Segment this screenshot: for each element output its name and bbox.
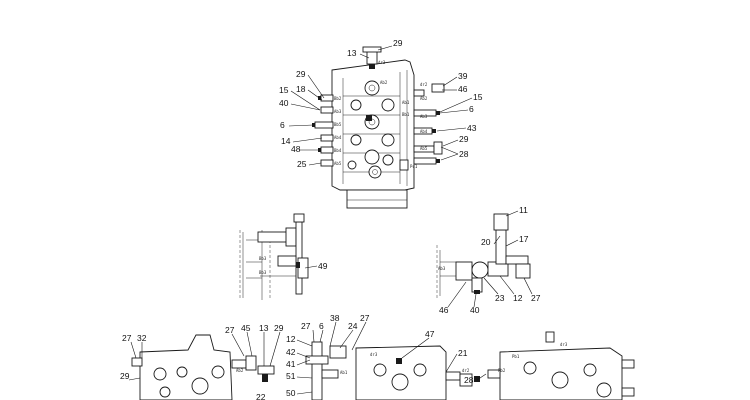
callout-number: 13 <box>347 48 357 58</box>
port-label: Ab3 <box>420 114 428 119</box>
callout-number: 23 <box>495 293 505 303</box>
callout-number: 45 <box>241 323 251 333</box>
callout-number: 46 <box>458 84 468 94</box>
callout-number: 48 <box>291 144 301 154</box>
callout-number: 18 <box>296 84 306 94</box>
port-label: Bb4 <box>334 148 342 153</box>
callout-number: 27 <box>360 313 370 323</box>
callout-number: 13 <box>259 323 269 333</box>
port-label: Bb2 <box>334 96 342 101</box>
callout-number: 17 <box>519 234 529 244</box>
port-label: Ab3 <box>438 266 446 271</box>
right-port-fittings <box>399 83 445 171</box>
port-label: Ab1 <box>402 100 410 105</box>
callout-number: 39 <box>458 71 468 81</box>
port-label: dr3 <box>370 352 378 357</box>
callout-number: 24 <box>348 321 358 331</box>
callout-number: 15 <box>473 92 483 102</box>
port-label: dr3 <box>378 60 386 65</box>
callout-number: 27 <box>531 293 541 303</box>
callout-number: 51 <box>286 371 296 381</box>
port-label: dr2 <box>462 368 470 373</box>
callout-number: 28 <box>459 149 469 159</box>
port-label: Ab4 <box>334 135 342 140</box>
port-label: dr2 <box>420 82 428 87</box>
callout-number: 25 <box>297 159 307 169</box>
port-label: Bb3 <box>259 256 267 261</box>
port-label: Pc1 <box>410 164 418 169</box>
port-label: Ab4 <box>420 129 428 134</box>
callout-number: 50 <box>286 388 296 398</box>
left-port-fittings <box>312 94 334 167</box>
callout-number: 46 <box>439 305 449 315</box>
callout-number: 41 <box>286 359 296 369</box>
callout-number: 29 <box>120 371 130 381</box>
callout-number: 47 <box>425 329 435 339</box>
callout-number: 29 <box>274 323 284 333</box>
port-label: Ab2 <box>380 80 388 85</box>
callout-number: 22 <box>256 392 266 400</box>
callout-number: 29 <box>393 38 403 48</box>
callout-number: 6 <box>319 321 324 331</box>
callout-number: 29 <box>459 134 469 144</box>
top-valve-assembly: dr3 Ab2 Bb2 Ab3 Ab4 Bb4 Ab5 Bb5 Ab1 Bb1 … <box>279 38 483 209</box>
port-label: Ab2 <box>236 368 244 373</box>
callout-number: 32 <box>137 333 147 343</box>
callout-number: 21 <box>458 348 468 358</box>
port-label: Ab2 <box>420 96 428 101</box>
right-detail-view: Ab3 11 20 17 46 40 23 12 27 <box>436 205 541 315</box>
port-label: Bb1 <box>402 112 410 117</box>
port-label: Ab5 <box>420 146 428 151</box>
callout-number: 11 <box>519 205 528 215</box>
left-detail-view: Bb3 Bb3 49 <box>239 213 328 300</box>
callout-number: 12 <box>513 293 523 303</box>
port-label: Ab3 <box>334 109 342 114</box>
port-label: Pb2 <box>498 368 506 373</box>
callout-number: 43 <box>467 123 477 133</box>
callout-number: 6 <box>469 104 474 114</box>
callout-number: 14 <box>281 136 291 146</box>
callout-number: 49 <box>318 261 328 271</box>
main-valve-bottom-block <box>346 189 408 209</box>
callout-number: 27 <box>225 325 235 335</box>
port-label: Bb3 <box>259 270 267 275</box>
bottom-valve-assemblies: dr3 Pb1 Ab2 Ab1 dr3 dr2 Pb2 <box>120 313 635 400</box>
callout-number: 40 <box>279 98 289 108</box>
callout-number: 6 <box>280 120 285 130</box>
callout-number: 40 <box>470 305 480 315</box>
port-label: Pb1 <box>512 354 520 359</box>
callout-number: 28 <box>464 375 474 385</box>
callout-number: 27 <box>122 333 132 343</box>
callout-number: 27 <box>301 321 311 331</box>
port-label: Bb5 <box>334 122 342 127</box>
callout-number: 29 <box>296 69 306 79</box>
callout-number: 42 <box>286 347 296 357</box>
callout-number: 15 <box>279 85 289 95</box>
port-label: dr3 <box>560 342 568 347</box>
port-label: Ab1 <box>340 370 348 375</box>
port-label: Ab5 <box>334 161 342 166</box>
callout-number: 38 <box>330 313 340 323</box>
callout-number: 12 <box>286 334 296 344</box>
callout-number: 20 <box>481 237 491 247</box>
